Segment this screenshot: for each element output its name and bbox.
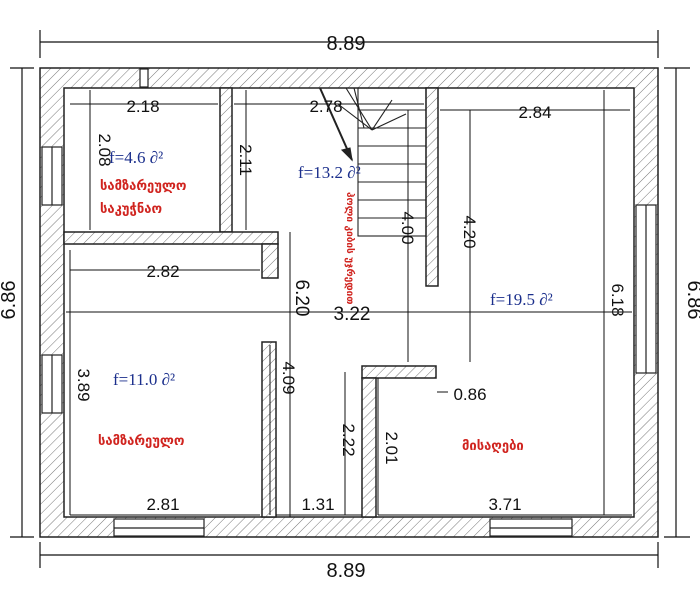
overall-dimension-labels: 8.89 8.89 6.86 6.86 [0,33,700,582]
dim-2-81: 2.81 [146,495,179,514]
windows [41,68,657,537]
dim-6-18: 6.18 [608,283,627,316]
dim-2-84: 2.84 [518,103,551,122]
interior-walls [63,87,439,518]
room-labels: სამზარეულო საკუჭნაო სამზარეულო მისაღები … [98,179,524,454]
room-kitchen-line1: სამზარეულო [100,179,187,194]
inner-dimension-lines [66,90,632,517]
dim-3-71: 3.71 [488,495,521,514]
area-kitchen: f=4.6 ∂² [109,148,163,167]
room-kitchen-line2: საკუჭნაო [100,202,162,217]
dim-overall-width-bottom: 8.89 [327,560,366,582]
dim-2-01: 2.01 [382,431,401,464]
dim-2-22: 2.22 [339,423,358,456]
dim-4-09: 4.09 [279,361,298,394]
dim-2-78: 2.78 [309,97,342,116]
overall-dimension-lines [10,30,690,568]
dim-3-22: 3.22 [334,304,371,325]
dim-overall-width-top: 8.89 [327,33,366,55]
dim-6-20: 6.20 [291,280,312,317]
dim-2-11: 2.11 [236,144,255,176]
dim-2-82: 2.82 [146,262,179,281]
dim-overall-height-right: 6.86 [683,281,700,320]
area-hall: f=13.2 ∂² [298,163,361,182]
exterior-walls [39,67,659,538]
area-bedroom: f=19.5 ∂² [490,290,553,309]
inner-dimension-labels: 2.18 2.78 2.84 2.08 2.11 4.00 4.20 2.82 … [74,97,627,514]
room-bedroom: მისაღები [462,439,524,454]
dim-4-00: 4.00 [398,211,417,244]
area-living: f=11.0 ∂² [113,370,175,389]
dim-3-89: 3.89 [74,368,93,401]
dim-2-18: 2.18 [126,97,159,116]
staircase [319,87,427,237]
room-hall-vertical: ჰოლი კიბის უჯრედით [344,192,356,305]
dim-overall-height-left: 6.86 [0,281,20,320]
room-living: სამზარეულო [98,434,185,449]
dim-2-08: 2.08 [95,133,114,166]
dim-1-31: 1.31 [301,495,334,514]
dim-4-20: 4.20 [460,215,479,248]
area-labels: f=4.6 ∂² f=13.2 ∂² f=11.0 ∂² f=19.5 ∂² [109,148,553,389]
dim-0-86: 0.86 [453,385,486,404]
